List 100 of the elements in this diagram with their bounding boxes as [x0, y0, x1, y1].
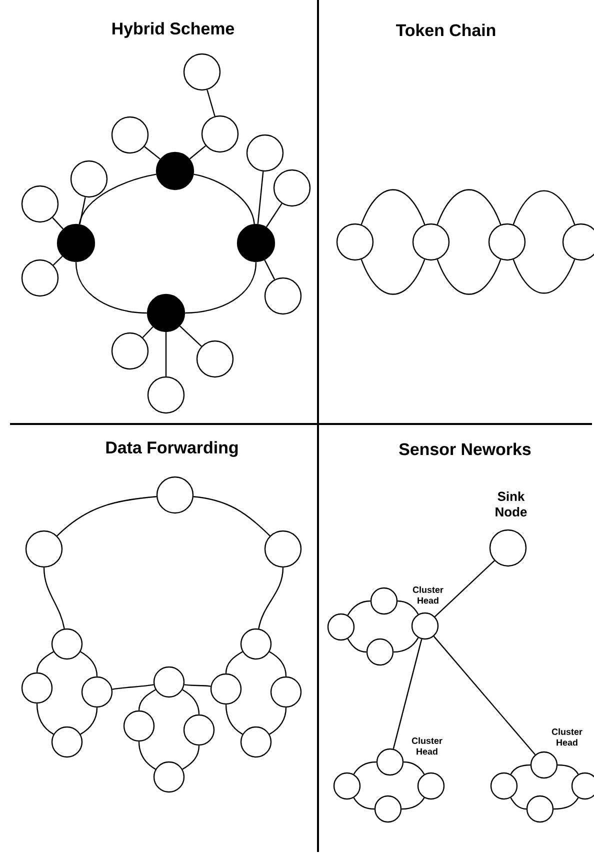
- node-circle: [273, 169, 311, 207]
- connector-line: [80, 651, 98, 676]
- connector-line: [182, 746, 200, 770]
- node-circle: [417, 772, 445, 800]
- node-circle: [240, 726, 272, 758]
- connector-line: [258, 568, 284, 629]
- connector-line: [184, 684, 211, 687]
- node-circle: [236, 224, 276, 262]
- node-caption: Sink Node: [496, 491, 527, 517]
- node-circle: [156, 476, 194, 514]
- node-circle: [25, 530, 63, 568]
- connector-line: [398, 600, 419, 615]
- connector-line: [558, 764, 579, 775]
- node-circle: [246, 134, 284, 172]
- node-circle: [196, 340, 234, 378]
- connector-line: [225, 651, 243, 674]
- connector-line: [512, 190, 576, 225]
- connector-line: [266, 203, 282, 228]
- node-circle: [370, 587, 398, 615]
- connector-line: [257, 171, 264, 224]
- node-circle: [412, 223, 450, 261]
- connector-line: [269, 651, 287, 676]
- node-circle: [70, 160, 108, 198]
- panel-title: Hybrid Scheme: [112, 22, 234, 38]
- connector-line: [360, 189, 426, 225]
- connector-line: [43, 568, 65, 629]
- connector-line: [510, 764, 530, 775]
- node-circle: [264, 277, 302, 315]
- connector-line: [347, 638, 366, 653]
- connector-line: [434, 560, 495, 618]
- connector-line: [353, 797, 374, 810]
- node-circle: [81, 676, 113, 708]
- node-circle: [366, 638, 394, 666]
- panel-title: Data Forwarding: [106, 441, 238, 457]
- node-circle: [56, 224, 96, 262]
- node-circle: [111, 332, 149, 370]
- connector-line: [189, 145, 206, 160]
- node-circle: [51, 726, 83, 758]
- connector-line: [56, 496, 157, 536]
- connector-line: [404, 761, 425, 775]
- node-circle: [153, 761, 185, 793]
- connector-line: [138, 689, 156, 710]
- node-circle: [51, 628, 83, 660]
- node-circle: [123, 710, 155, 742]
- node-circle: [210, 673, 242, 705]
- node-circle: [489, 529, 527, 567]
- node-circle: [21, 185, 59, 223]
- node-circle: [327, 613, 355, 641]
- node-circle: [270, 676, 302, 708]
- connector-line: [165, 332, 167, 376]
- connector-line: [436, 189, 502, 225]
- node-circle: [526, 795, 554, 823]
- node-circle: [336, 223, 374, 261]
- node-circle: [530, 751, 558, 779]
- connector-line: [392, 639, 422, 749]
- connector-line: [36, 651, 54, 672]
- node-circle: [146, 294, 186, 332]
- node-caption: Cluster Head: [412, 737, 442, 755]
- node-circle: [183, 714, 215, 746]
- connector-line: [180, 326, 202, 347]
- node-circle: [21, 672, 53, 704]
- connector-line: [79, 197, 86, 224]
- node-circle: [376, 748, 404, 776]
- node-circle: [488, 223, 526, 261]
- node-circle: [153, 666, 185, 698]
- connector-line: [554, 797, 579, 810]
- node-circle: [156, 152, 194, 190]
- connector-line: [142, 326, 154, 338]
- node-circle: [264, 530, 302, 568]
- node-circle: [201, 115, 239, 153]
- node-caption: Cluster Head: [552, 728, 582, 746]
- node-circle: [111, 116, 149, 154]
- connector-line: [78, 174, 156, 224]
- connector-line: [264, 260, 276, 280]
- connector-line: [193, 496, 270, 536]
- node-circle: [183, 53, 221, 91]
- panel-title: Token Chain: [396, 24, 496, 36]
- connector-line: [353, 761, 376, 775]
- connector-line: [225, 704, 243, 735]
- connector-line: [185, 262, 257, 314]
- connector-line: [394, 637, 419, 653]
- connector-line: [360, 259, 426, 295]
- connector-line: [36, 704, 54, 735]
- node-circle: [411, 612, 439, 640]
- node-circle: [333, 772, 361, 800]
- connector-line: [269, 708, 287, 735]
- connector-line: [80, 708, 98, 735]
- connector-line: [206, 90, 216, 116]
- connector-line: [75, 262, 147, 314]
- connector-line: [194, 174, 255, 224]
- node-circle: [147, 376, 185, 414]
- connector-line: [138, 742, 156, 770]
- connector-line: [402, 797, 425, 810]
- connector-line: [512, 259, 576, 294]
- node-circle: [490, 772, 518, 800]
- connector-line: [112, 684, 154, 690]
- connector-line: [52, 217, 64, 230]
- connector-line: [347, 600, 370, 616]
- panel-title: Sensor Neworks: [399, 442, 531, 456]
- connector-line: [436, 259, 502, 295]
